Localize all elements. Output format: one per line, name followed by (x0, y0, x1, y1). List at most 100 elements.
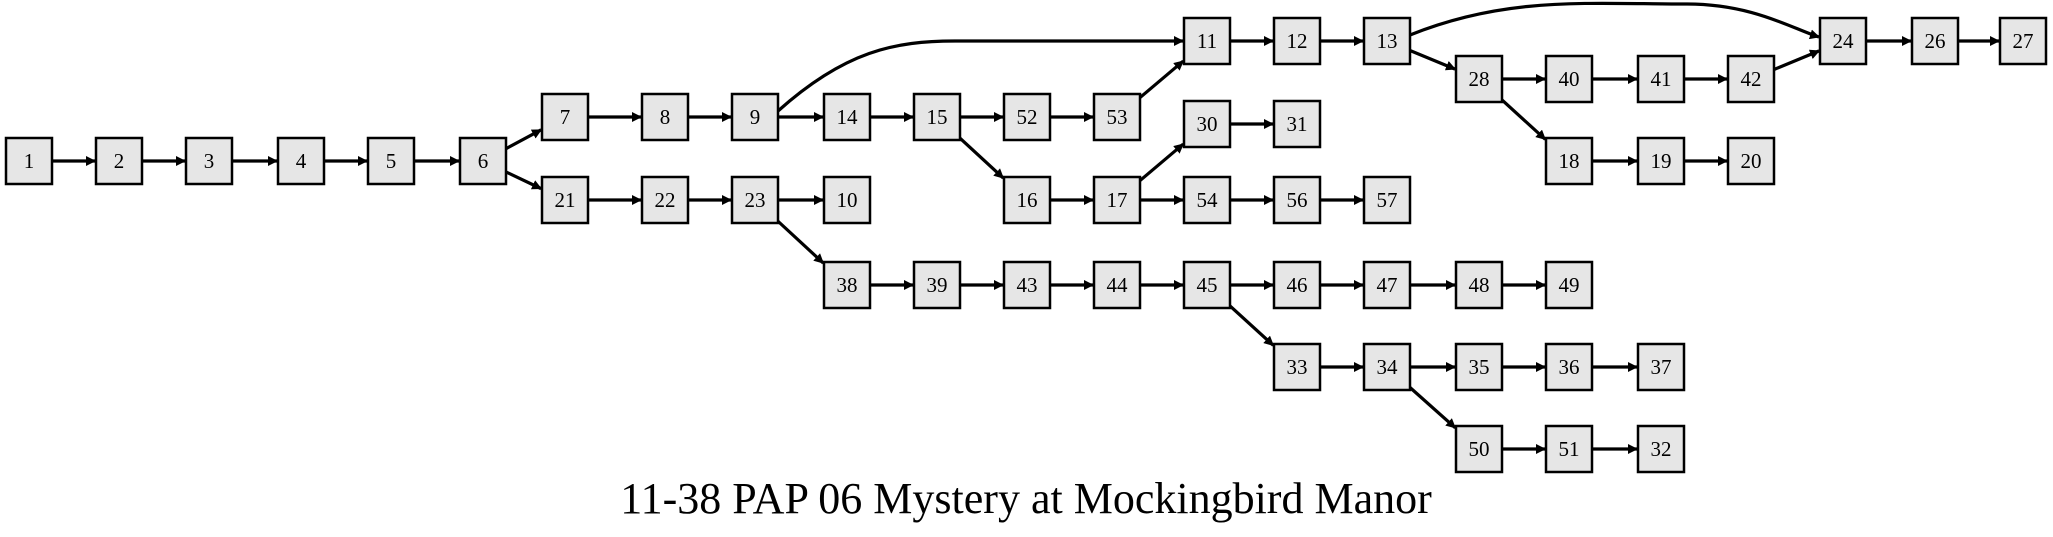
node-label: 7 (560, 105, 571, 129)
node-label: 21 (555, 188, 576, 212)
node-5: 5 (366, 136, 416, 186)
node-56: 56 (1272, 175, 1322, 225)
node-box (1544, 260, 1594, 310)
node-2: 2 (94, 136, 144, 186)
node-box (822, 260, 872, 310)
node-box (1544, 342, 1594, 392)
node-label: 27 (2013, 29, 2034, 53)
node-label: 57 (1377, 188, 1398, 212)
node-24: 24 (1818, 16, 1868, 66)
node-3: 3 (184, 136, 234, 186)
node-box (1454, 342, 1504, 392)
node-label: 36 (1559, 355, 1580, 379)
node-41: 41 (1636, 54, 1686, 104)
node-label: 4 (296, 149, 307, 173)
edge-42-to-24 (1773, 49, 1821, 71)
edge-13-to-28 (1409, 49, 1457, 71)
edge-23-to-38 (776, 220, 825, 265)
node-52: 52 (1002, 92, 1052, 142)
node-31: 31 (1272, 99, 1322, 149)
node-20: 20 (1726, 136, 1776, 186)
node-19: 19 (1636, 136, 1686, 186)
node-box (1272, 260, 1322, 310)
node-box (1454, 54, 1504, 104)
node-box (276, 136, 326, 186)
node-label: 42 (1741, 67, 1762, 91)
node-box (1544, 136, 1594, 186)
node-7: 7 (540, 92, 590, 142)
node-box (1818, 16, 1868, 66)
node-label: 46 (1287, 273, 1308, 297)
node-box (1362, 175, 1412, 225)
node-44: 44 (1092, 260, 1142, 310)
node-box (1182, 175, 1232, 225)
node-57: 57 (1362, 175, 1412, 225)
node-22: 22 (640, 175, 690, 225)
node-4: 4 (276, 136, 326, 186)
node-39: 39 (912, 260, 962, 310)
node-21: 21 (540, 175, 590, 225)
node-16: 16 (1002, 175, 1052, 225)
node-box (184, 136, 234, 186)
node-label: 47 (1377, 273, 1398, 297)
node-label: 38 (837, 273, 858, 297)
node-label: 3 (204, 149, 215, 173)
node-box (730, 92, 780, 142)
node-box (1272, 342, 1322, 392)
node-15: 15 (912, 92, 962, 142)
node-box (94, 136, 144, 186)
edge-6-to-7 (505, 128, 543, 151)
node-box (1362, 16, 1412, 66)
node-32: 32 (1636, 424, 1686, 474)
node-label: 13 (1377, 29, 1398, 53)
node-27: 27 (1998, 16, 2048, 66)
node-label: 49 (1559, 273, 1580, 297)
node-label: 43 (1017, 273, 1038, 297)
node-45: 45 (1182, 260, 1232, 310)
node-8: 8 (640, 92, 690, 142)
node-10: 10 (822, 175, 872, 225)
node-box (1362, 342, 1412, 392)
node-box (822, 175, 872, 225)
node-label: 22 (655, 188, 676, 212)
node-box (1454, 424, 1504, 474)
node-label: 35 (1469, 355, 1490, 379)
node-43: 43 (1002, 260, 1052, 310)
node-box (1726, 136, 1776, 186)
node-box (1182, 99, 1232, 149)
node-1: 1 (4, 136, 54, 186)
edge-45-to-33 (1228, 304, 1275, 347)
node-label: 5 (386, 149, 397, 173)
node-33: 33 (1272, 342, 1322, 392)
node-box (640, 92, 690, 142)
edge-17-to-30 (1138, 142, 1185, 182)
node-28: 28 (1454, 54, 1504, 104)
edge-6-to-21 (505, 170, 543, 191)
node-box (1362, 260, 1412, 310)
node-label: 31 (1287, 112, 1308, 136)
node-box (4, 136, 54, 186)
node-17: 17 (1092, 175, 1142, 225)
node-label: 53 (1107, 105, 1128, 129)
node-box (1272, 99, 1322, 149)
node-label: 48 (1469, 273, 1490, 297)
node-box (1454, 260, 1504, 310)
node-40: 40 (1544, 54, 1594, 104)
node-35: 35 (1454, 342, 1504, 392)
edge-28-to-18 (1500, 98, 1547, 141)
node-box (1002, 92, 1052, 142)
node-18: 18 (1544, 136, 1594, 186)
node-label: 23 (745, 188, 766, 212)
node-label: 40 (1559, 67, 1580, 91)
node-label: 19 (1651, 149, 1672, 173)
node-53: 53 (1092, 92, 1142, 142)
node-label: 1 (24, 149, 35, 173)
node-box (1182, 16, 1232, 66)
edge-13-to-24 (1409, 1, 1820, 40)
node-47: 47 (1362, 260, 1412, 310)
node-9: 9 (730, 92, 780, 142)
node-box (912, 260, 962, 310)
node-11: 11 (1182, 16, 1232, 66)
node-box (1544, 54, 1594, 104)
